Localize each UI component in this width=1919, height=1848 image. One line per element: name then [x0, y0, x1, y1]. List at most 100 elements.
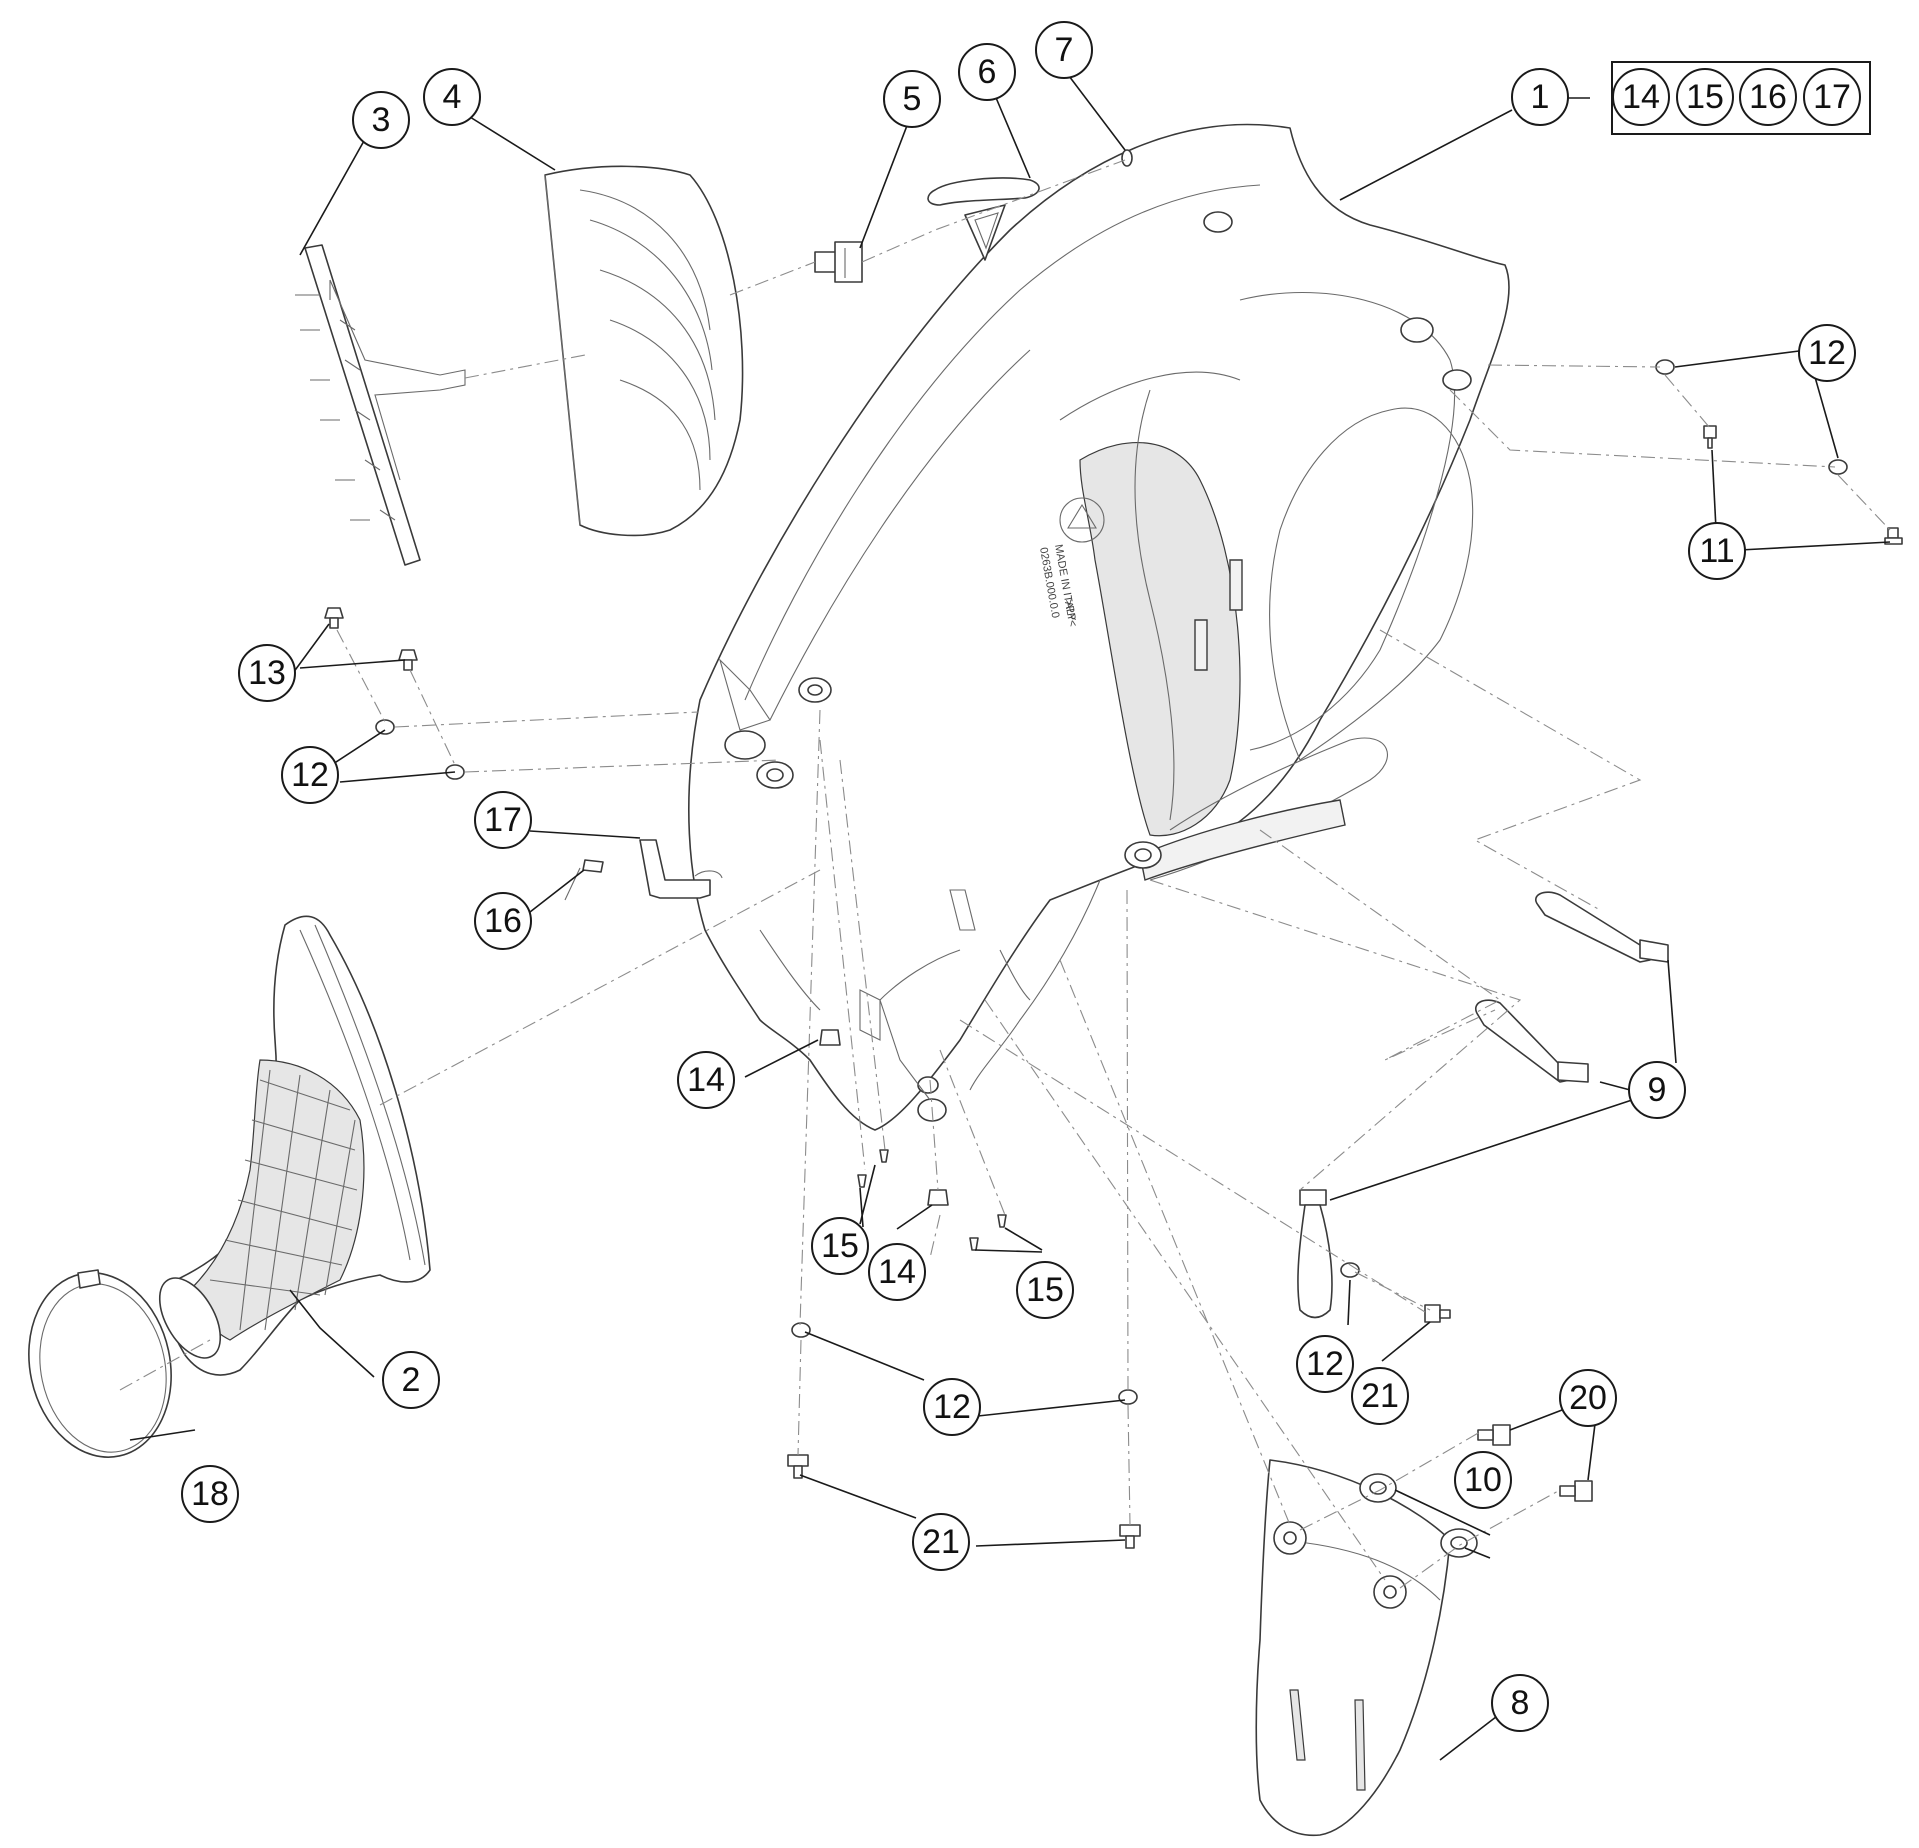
emboss-material: >PP< [1062, 598, 1079, 627]
washers-12 [375, 359, 1848, 1405]
kit-item-14: 14 [1612, 68, 1670, 126]
callout-c21a: 21 [1351, 1367, 1409, 1425]
intake-boot [158, 915, 431, 1376]
callout-c15a-label: 15 [821, 1227, 859, 1265]
callout-c18: 18 [181, 1465, 239, 1523]
callout-c15b: 15 [1016, 1261, 1074, 1319]
callout-c12d: 12 [923, 1378, 981, 1436]
kit-item-16-label: 16 [1749, 78, 1787, 116]
leader-lines [129, 71, 1891, 1761]
callout-c21a-circle [1351, 1367, 1409, 1425]
callout-c2-label: 2 [402, 1361, 421, 1399]
callout-c2-circle [382, 1351, 440, 1409]
kit-item-17: 17 [1803, 68, 1861, 126]
callout-c12a: 12 [1798, 324, 1856, 382]
callout-c3-label: 3 [372, 101, 391, 139]
callout-c21b: 21 [912, 1513, 970, 1571]
callout-c9: 9 [1628, 1061, 1686, 1119]
callout-c14a: 14 [677, 1051, 735, 1109]
callout-c12a-label: 12 [1808, 334, 1846, 372]
callout-c2: 2 [382, 1351, 440, 1409]
callout-c9-label: 9 [1648, 1071, 1667, 1109]
callout-c11: 11 [1688, 522, 1746, 580]
callout-c18-label: 18 [191, 1475, 229, 1513]
callout-c5: 5 [883, 70, 941, 128]
assembly-lines [119, 159, 1891, 1589]
callout-c15a: 15 [811, 1217, 869, 1275]
screws-20 [1477, 1424, 1593, 1502]
callout-c7-label: 7 [1055, 31, 1074, 69]
callout-c8-label: 8 [1511, 1684, 1530, 1722]
callout-c12b-circle [281, 746, 339, 804]
callout-c14b-label: 14 [878, 1253, 916, 1291]
callout-c13-circle [238, 644, 296, 702]
callout-c5-circle [883, 70, 941, 128]
callout-c20: 20 [1559, 1369, 1617, 1427]
kit-item-17-circle [1803, 68, 1861, 126]
callout-c21b-circle [912, 1513, 970, 1571]
parts-illustration: MADE IN ITALY 0263B.000.0.0 >PP< [28, 123, 1903, 1837]
heat-shield [1255, 1459, 1451, 1837]
callout-c8-circle [1491, 1674, 1549, 1732]
callout-c12d-circle [923, 1378, 981, 1436]
callout-c15a-circle [811, 1217, 869, 1275]
callout-c1: 1 [1511, 68, 1569, 126]
callout-c11-circle [1688, 522, 1746, 580]
callout-c6: 6 [958, 43, 1016, 101]
callout-c4: 4 [423, 68, 481, 126]
callout-c5-label: 5 [903, 80, 922, 118]
callout-c6-circle [958, 43, 1016, 101]
callout-c15b-circle [1016, 1261, 1074, 1319]
kit-item-14-label: 14 [1622, 78, 1660, 116]
callout-c20-circle [1559, 1369, 1617, 1427]
kit-item-14-circle [1612, 68, 1670, 126]
bracket [639, 839, 723, 899]
kit-item-16: 16 [1739, 68, 1797, 126]
callout-c13-label: 13 [248, 654, 286, 692]
washer-7 [1121, 149, 1133, 167]
callout-c18-circle [181, 1465, 239, 1523]
callout-c8: 8 [1491, 1674, 1549, 1732]
callout-c6-label: 6 [978, 53, 997, 91]
callout-c7: 7 [1035, 21, 1093, 79]
callout-c17-circle [474, 791, 532, 849]
callout-c17-label: 17 [484, 801, 522, 839]
callout-c12b: 12 [281, 746, 339, 804]
hose-fitting [564, 859, 604, 901]
callout-c15b-label: 15 [1026, 1271, 1064, 1309]
callout-c7-circle [1035, 21, 1093, 79]
callout-c12a-circle [1798, 324, 1856, 382]
callout-c10-circle [1454, 1451, 1512, 1509]
clips-14 [819, 1029, 949, 1206]
callout-c12c-circle [1296, 1335, 1354, 1393]
callout-c1-circle [1511, 68, 1569, 126]
screws-11 [1703, 425, 1903, 545]
kit-item-15-label: 15 [1686, 78, 1724, 116]
callout-c21a-label: 21 [1361, 1377, 1399, 1415]
callout-c3: 3 [352, 91, 410, 149]
callout-c12b-label: 12 [291, 756, 329, 794]
callout-c12c-label: 12 [1306, 1345, 1344, 1383]
air-filter-cage [295, 244, 466, 566]
callout-c14a-label: 14 [687, 1061, 725, 1099]
callout-c14a-circle [677, 1051, 735, 1109]
kit-item-17-label: 17 [1813, 78, 1851, 116]
callout-c14b: 14 [868, 1243, 926, 1301]
kit-item-15: 15 [1676, 68, 1734, 126]
callout-c14b-circle [868, 1243, 926, 1301]
callout-c12c: 12 [1296, 1335, 1354, 1393]
callout-c13: 13 [238, 644, 296, 702]
drain-plugs [1297, 891, 1669, 1319]
airbox-housing: MADE IN ITALY 0263B.000.0.0 >PP< [688, 123, 1510, 1131]
grommets [1359, 1473, 1478, 1558]
callout-c1-label: 1 [1531, 78, 1550, 116]
callout-c11-label: 11 [1699, 532, 1734, 570]
callout-c21b-label: 21 [922, 1523, 960, 1561]
fitting [814, 241, 863, 283]
callout-c16: 16 [474, 892, 532, 950]
callout-c16-label: 16 [484, 902, 522, 940]
callout-c3-circle [352, 91, 410, 149]
callout-c4-label: 4 [443, 78, 462, 116]
